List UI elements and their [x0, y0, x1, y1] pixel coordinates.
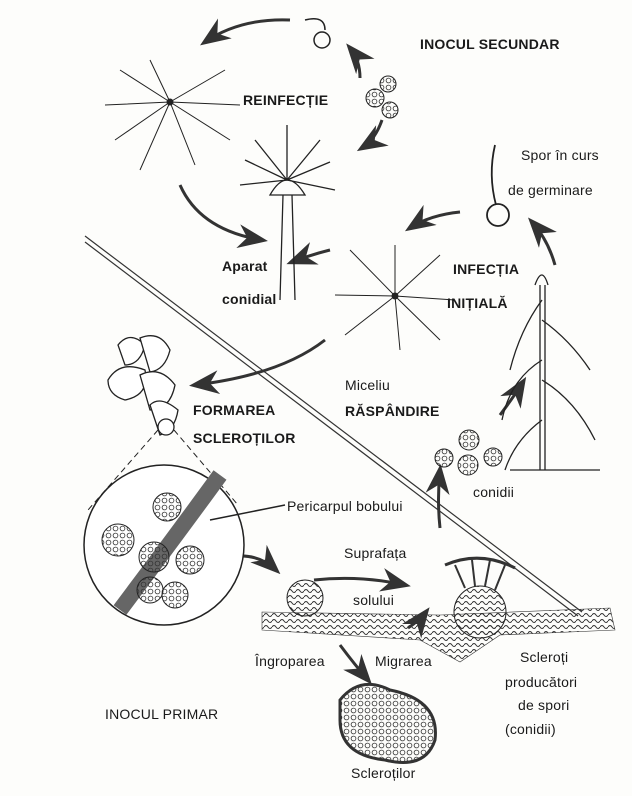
label-miceliu: Miceliu [345, 377, 390, 393]
label-reinfectie: REINFECȚIE [243, 92, 329, 108]
sclerotium-sporulating [444, 556, 516, 639]
mycelium-reinfection [104, 59, 241, 171]
spore-cluster-conidii [434, 429, 503, 476]
label-scleroti-line2: producători [505, 674, 578, 690]
germinating-spore-right [486, 144, 510, 227]
label-migrarea: Migrarea [375, 653, 432, 669]
label-raspandire: RĂSPÂNDIRE [345, 403, 440, 419]
label-ingroparea: Îngroparea [255, 653, 325, 669]
label-sclerotilor: Scleroților [351, 765, 416, 781]
label-formarea-line2: SCLEROȚILOR [193, 430, 296, 446]
label-suprafata-line1: Suprafața [344, 545, 407, 561]
label-scleroti-line1: Scleroți [520, 649, 569, 665]
kernel-magnified [83, 429, 286, 626]
label-inocul-primar: INOCUL PRIMAR [105, 706, 219, 722]
label-scleroti-line3: de spori [518, 697, 570, 713]
label-infectia-line1: INFECȚIA [453, 261, 520, 277]
label-aparat-line2: conidial [222, 291, 277, 307]
label-formarea-line1: FORMAREA [193, 402, 276, 418]
label-pericarpul: Pericarpul bobului [287, 498, 403, 514]
label-spor-line1: Spor în curs [521, 147, 599, 163]
infected-kernels [107, 335, 179, 436]
spore-cluster-reinfection [365, 75, 399, 119]
conidiophore [239, 125, 336, 301]
germinating-spore-top [304, 18, 331, 49]
label-infectia-line2: INIȚIALĂ [447, 295, 508, 311]
sclerotium-buried [338, 682, 437, 764]
label-aparat-line1: Aparat [222, 258, 268, 274]
corn-plant [501, 274, 600, 471]
mycelium-initial [334, 245, 456, 351]
sclerotium-surface [286, 579, 324, 617]
label-inocul-secundar: INOCUL SECUNDAR [420, 36, 560, 52]
label-conidii: conidii [473, 484, 515, 500]
label-spor-line2: de germinare [508, 182, 593, 198]
label-scleroti-line4: (conidii) [505, 721, 556, 737]
cycle-arrows [178, 18, 557, 685]
divider-line [84, 235, 583, 617]
label-suprafata-line2: solului [353, 592, 395, 608]
